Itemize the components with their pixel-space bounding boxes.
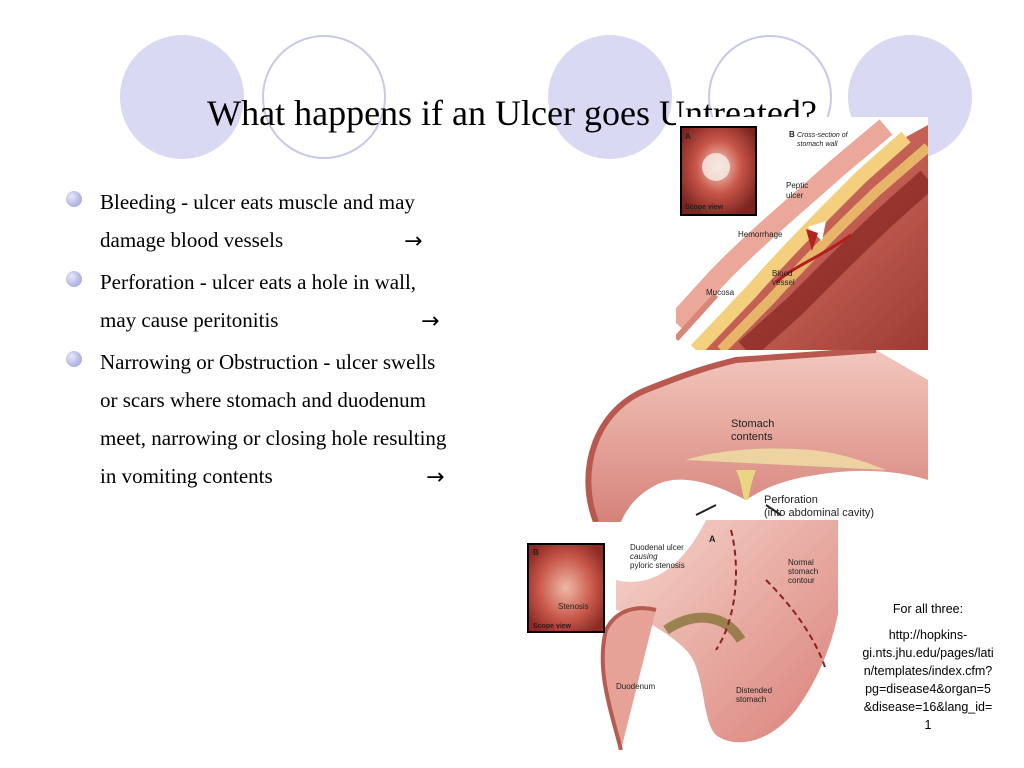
abdominal-cavity-label: (into abdominal cavity) — [764, 507, 874, 519]
pyloric-stenosis-label: pyloric stenosis — [630, 561, 685, 570]
stomach-label: Stomach — [731, 418, 774, 430]
blood-label: Blood — [772, 269, 792, 278]
source-url-line: 1 — [924, 718, 932, 732]
source-url-line: n/templates/index.cfm? — [863, 664, 993, 678]
scope-view-label: Scope view — [533, 623, 572, 630]
normal-stomach-label: stomach — [788, 567, 818, 576]
decorative-circle — [548, 35, 672, 159]
panel-b-label: B — [789, 130, 795, 139]
bullet-line: or scars where stomach and duodenum — [100, 388, 426, 412]
ulcer-label: ulcer — [786, 191, 804, 200]
decorative-circle — [120, 35, 244, 159]
pyloric-stenosis-figure: B Stenosis Scope view Duodenal ulcer cau… — [527, 520, 838, 750]
panel-a-label: A — [685, 132, 691, 141]
bullet-line: may cause peritonitis — [100, 308, 279, 332]
causing-label: causing — [630, 552, 658, 561]
mucosa-label: Mucosa — [706, 288, 735, 297]
cross-section-label: Cross-section of — [797, 132, 849, 139]
bullet-line: damage blood vessels — [100, 228, 284, 252]
normal-label: Normal — [788, 558, 814, 567]
contents-label: contents — [731, 431, 773, 443]
vessel-label: vessel — [772, 278, 795, 287]
contour-label: contour — [788, 576, 815, 585]
bullet-line: Perforation - ulcer eats a hole in wall, — [100, 270, 417, 294]
bullet-icon — [66, 271, 82, 287]
right-arrow-icon: → — [426, 465, 445, 490]
cross-section-label-2: stomach wall — [797, 141, 838, 148]
perforation-figure: Stomach contents Perforation (into abdom… — [585, 350, 928, 522]
stomach-wall-cross-section-figure: A Scope view B Cross-section of stomach … — [676, 117, 928, 350]
duodenum-label: Duodenum — [616, 682, 655, 691]
hemorrhage-label: Hemorrhage — [738, 230, 783, 239]
right-arrow-icon: → — [404, 229, 423, 254]
bullet-line: Bleeding - ulcer eats muscle and may — [100, 190, 415, 214]
duodenal-ulcer-label: Duodenal ulcer — [630, 543, 684, 552]
source-url-line: gi.nts.jhu.edu/pages/lati — [862, 646, 994, 660]
distended-stomach-label: stomach — [736, 695, 766, 704]
distended-label: Distended — [736, 686, 772, 695]
peptic-label: Peptic — [786, 181, 808, 190]
caption-heading: For all three: — [892, 602, 964, 616]
panel-a-label: A — [709, 534, 716, 544]
bullet-list: Bleeding - ulcer eats muscle and may dam… — [66, 183, 506, 499]
bullet-narrowing: Narrowing or Obstruction - ulcer swells … — [66, 343, 506, 495]
decorative-ring — [262, 35, 386, 159]
bullet-icon — [66, 351, 82, 367]
bullet-line: Narrowing or Obstruction - ulcer swells — [100, 350, 436, 374]
scope-view-label: Scope view — [685, 204, 724, 211]
bullet-perforation: Perforation - ulcer eats a hole in wall,… — [66, 263, 506, 339]
bullet-icon — [66, 191, 82, 207]
bullet-line: in vomiting contents — [100, 464, 273, 488]
source-url-line: &disease=16&lang_id= — [863, 700, 993, 714]
stenosis-label: Stenosis — [558, 602, 589, 611]
bullet-bleeding: Bleeding - ulcer eats muscle and may dam… — [66, 183, 506, 259]
right-arrow-icon: → — [421, 309, 440, 334]
source-url-line: http://hopkins- — [888, 628, 968, 642]
bullet-line: meet, narrowing or closing hole resultin… — [100, 426, 447, 450]
perforation-label: Perforation — [764, 494, 818, 506]
source-caption: For all three: http://hopkins- gi.nts.jh… — [848, 600, 1008, 734]
panel-b-label: B — [533, 548, 539, 557]
source-url-line: pg=disease4&organ=5 — [865, 682, 991, 696]
